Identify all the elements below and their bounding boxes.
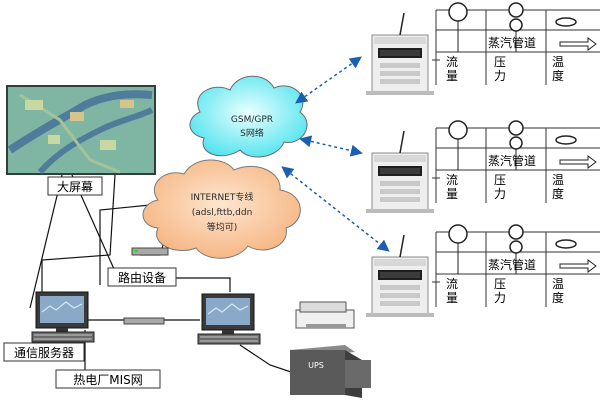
ups-unit: UPS	[290, 345, 371, 398]
station-2-pressure-label-2: 力	[494, 187, 506, 201]
pressure-gauge-icon	[508, 120, 524, 136]
gsm-gprs-cloud: GSM/GPR S网络	[189, 75, 308, 158]
mis-label-box: 热电厂MIS网	[55, 369, 161, 389]
station-2-flow-label-1: 流	[446, 173, 458, 187]
router-label: 路由设备	[118, 270, 166, 285]
comm-server-label: 通信服务器	[14, 345, 74, 360]
station-2-flow-label-2: 量	[446, 187, 458, 201]
station-1-pressure-label-1: 压	[494, 55, 506, 69]
station-1-pressure-label-2: 力	[494, 69, 506, 83]
station-1-temp-label-2: 度	[552, 68, 564, 83]
big-screen-label-box: 大屏幕	[47, 176, 103, 196]
field-stations: 蒸汽管道 流 量 压 力 温 度 蒸汽管道 流 量	[365, 2, 600, 318]
ups-label: UPS	[308, 361, 324, 370]
station-2-pipe-label: 蒸汽管道	[488, 153, 536, 168]
station-3-flow-label-1: 流	[446, 277, 458, 291]
station-3-temp-label-2: 度	[552, 290, 564, 305]
station-1-pipe-label: 蒸汽管道	[488, 35, 536, 50]
station-3-rtu	[365, 234, 435, 318]
flow-meter-icon	[448, 224, 468, 244]
station-1-flow-label-1: 流	[446, 55, 458, 69]
temperature-sensor-icon	[555, 135, 577, 145]
flow-meter-icon	[448, 2, 468, 22]
station-3-flow-label-2: 量	[446, 291, 458, 305]
gsm-cloud-line2: S网络	[240, 127, 264, 139]
gsm-cloud-line1: GSM/GPR	[231, 115, 273, 125]
comm-server-label-box: 通信服务器	[3, 342, 85, 362]
station-3: 蒸汽管道 流 量 压 力 温 度	[365, 224, 600, 318]
big-screen-label: 大屏幕	[57, 180, 93, 194]
station-3-pressure-label-1: 压	[494, 277, 506, 291]
mis-network-label: 热电厂MIS网	[73, 373, 143, 387]
big-screen-map	[6, 85, 156, 175]
temperature-sensor-icon	[555, 239, 577, 249]
comm-server-computer	[31, 291, 95, 343]
internet-cloud-line1: INTERNET专线	[191, 191, 254, 203]
station-2-pressure-label-1: 压	[494, 173, 506, 187]
router-label-box: 路由设备	[107, 267, 177, 287]
station-1-temp-label-1: 温	[552, 55, 564, 69]
station-1-rtu	[365, 12, 435, 96]
station-3-pipe-label: 蒸汽管道	[488, 257, 536, 272]
internet-cloud: INTERNET专线 (adsl,fttb,ddn 等均可)	[142, 159, 301, 259]
wireless-links	[281, 56, 390, 252]
station-3-temp-label-1: 温	[552, 277, 564, 291]
mis-computer	[197, 293, 261, 345]
station-2-temp-label-1: 温	[552, 173, 564, 187]
router-device	[131, 247, 169, 256]
flow-meter-icon	[448, 120, 468, 140]
printer	[295, 301, 355, 329]
station-3-pressure-label-2: 力	[494, 291, 506, 305]
network-switch	[123, 317, 165, 325]
internet-cloud-line2: (adsl,fttb,ddn	[192, 208, 253, 218]
station-2-temp-label-2: 度	[552, 186, 564, 201]
station-1: 蒸汽管道 流 量 压 力 温 度	[365, 2, 600, 96]
temperature-sensor-icon	[555, 17, 577, 27]
internet-cloud-line3: 等均可)	[207, 221, 238, 233]
pressure-gauge-icon	[508, 2, 524, 18]
station-1-flow-label-2: 量	[446, 69, 458, 83]
pressure-gauge-icon	[508, 224, 524, 240]
station-2-rtu	[365, 130, 435, 214]
station-2: 蒸汽管道 流 量 压 力 温 度	[365, 120, 600, 214]
